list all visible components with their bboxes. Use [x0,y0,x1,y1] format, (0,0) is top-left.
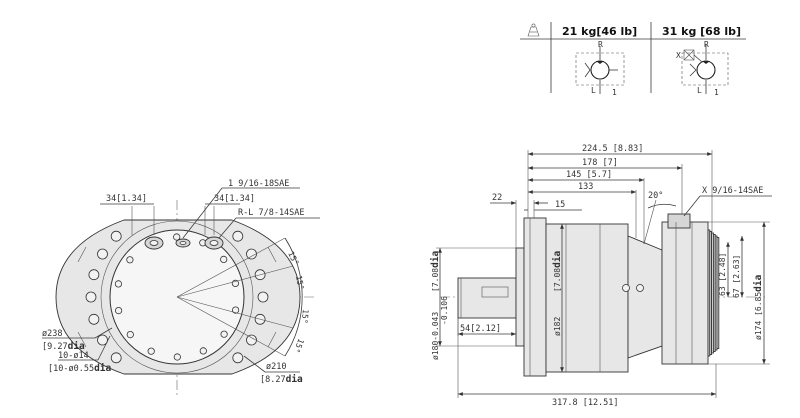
mount-hole [232,230,244,242]
mount-hole [257,291,269,303]
inner-bolt-holes [114,233,240,361]
bolt-hole [126,256,134,264]
angle-20: 20° [648,191,663,201]
holes-dia: dia [94,363,111,374]
dim-180-tol-lower: -0.106 [440,296,449,325]
dia-238-label: ø238 [42,329,62,339]
hydraulic-schematic-1: R L 1 [575,40,625,97]
output-shaft [457,277,517,319]
dia-210-inch: [8.27 [260,375,286,385]
dim-174-dia: dia [753,274,764,291]
dim-317-8: 317.8 [12.51] [552,398,619,408]
mount-hole [88,269,100,281]
dim-182-dia: dia [552,250,563,267]
dim-182-label: ø182 [553,317,562,336]
dia-238-inch: [9.27 [42,342,68,352]
svg-text:[7.08dia: [7.08dia [552,250,563,292]
dia-238-dia: dia [68,341,85,352]
dim-67: 67 [2.63] [732,255,741,298]
mount-hole [246,334,257,346]
mounting-flange [523,217,547,377]
dim-34-right: 34[1.34] [214,194,255,204]
bolt-hole [147,347,155,355]
weight-icon [527,23,540,37]
dim-145: 145 [5.7] [566,170,612,180]
bolt-hole [173,233,181,241]
dim-224-5: 224.5 [8.83] [582,144,643,154]
holes-inch: [10-ø0.55 [48,364,94,374]
port-x-label: X 9/16-14SAE [702,186,763,196]
dim-174-label: ø174 [6.85 [754,292,763,340]
svg-text:[9.27dia: [9.27dia [42,341,85,352]
port-r-label: R [598,40,603,49]
weight-label-2: 31 kg [68 lb] [662,25,741,38]
dia-210-label: ø210 [266,362,286,372]
mount-hole [88,313,100,325]
angle-15-c: 15° [300,309,310,324]
bolt-hole [232,306,240,314]
mount-hole [97,334,108,346]
port-l-label: L [591,86,596,95]
mounting-holes [85,230,269,364]
dim-180-dia: dia [430,250,441,267]
bolt-hole [220,330,228,338]
mount-hole [246,248,257,260]
port-l2-label: L [697,86,702,95]
dim-182-inch: [7.08 [553,268,562,292]
bolt-hole [126,330,134,339]
bolt-hole [173,353,181,361]
dia-210-dia: dia [286,374,303,385]
port-1-9-16-label: 1 9/16-18SAE [228,179,289,189]
port-rl-label: R-L 7/8-14SAE [238,208,305,218]
svg-text:ø174 [6.85dia: ø174 [6.85dia [753,274,764,340]
dim-15: 15 [555,200,565,210]
dim-22: 22 [492,193,502,203]
mount-hole [110,352,122,364]
port-x2-label: X [676,51,681,60]
port-1-label: 1 [612,88,617,97]
mount-hole [85,291,97,303]
end-cap-ribs [707,229,720,357]
bolt-hole [115,306,123,315]
svg-text:[10-ø0.55dia: [10-ø0.55dia [48,363,112,374]
bolt-hole [199,347,207,355]
port-holes [144,236,224,250]
dim-178: 178 [7] [582,158,618,168]
front-view: 34[1.34] 34[1.34] 1 9/16-18SAE R-L 7/8-1… [42,179,320,395]
dim-34-left: 34[1.34] [106,194,147,204]
holes-10-label: 10-ø14 [58,351,89,361]
valve-block [661,221,709,365]
dim-180-tol-upper: ø180-0.043 [431,312,440,360]
weight-label-1: 21 kg[46 lb] [562,25,637,38]
bolt-hole [114,280,123,288]
bolt-hole [220,255,228,263]
port-r2-label: R [704,40,709,49]
dim-54: 54[2.12] [460,324,501,334]
svg-text:[7.08dia: [7.08dia [430,250,441,292]
port-12-label: 1 [714,88,719,97]
mount-hole [110,230,122,242]
rib [716,237,720,349]
dim-63: 63 [2.48] [718,253,727,296]
dim-133: 133 [578,182,593,192]
weight-schematic-table: 21 kg[46 lb] 31 kg [68 lb] R L 1 [520,22,746,97]
side-view: 224.5 [8.83] 178 [7] 145 [5.7] 133 22 15… [430,144,772,408]
hydraulic-schematic-2: R X L 1 [676,40,729,97]
motor-body [545,223,629,373]
svg-text:[8.27dia: [8.27dia [260,374,303,385]
angle-15-b: 15° [294,275,305,291]
dim-180-inch: [7.08 [431,268,440,292]
mount-hole [232,352,244,364]
mount-hole [97,248,108,260]
